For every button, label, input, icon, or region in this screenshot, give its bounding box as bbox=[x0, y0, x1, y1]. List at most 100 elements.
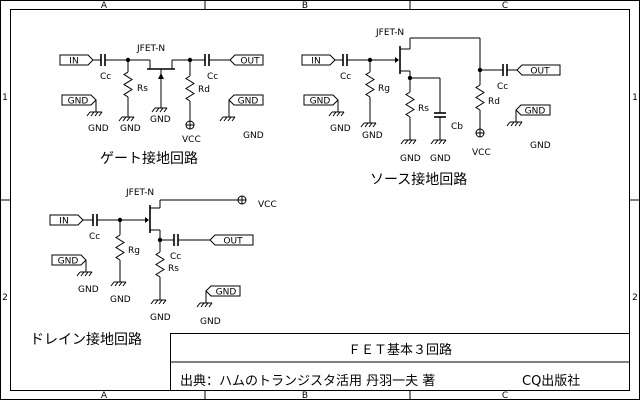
in-port bbox=[301, 54, 336, 66]
ground-label: GND bbox=[430, 154, 451, 164]
publisher: CQ出版社 bbox=[522, 373, 580, 389]
column-label-a: A bbox=[101, 391, 108, 400]
ground-label: GND bbox=[400, 154, 421, 164]
resistor-rg bbox=[365, 71, 375, 98]
out-port-label: OUT bbox=[223, 237, 243, 247]
gnd-port bbox=[51, 254, 87, 266]
ground-symbol bbox=[408, 139, 413, 145]
ground-symbol bbox=[126, 116, 131, 122]
ground-symbol bbox=[204, 302, 209, 308]
resistor-rd bbox=[475, 84, 485, 111]
resistor-rs-label: Rs bbox=[137, 84, 148, 94]
ground-symbol bbox=[404, 139, 409, 145]
ground-symbol bbox=[196, 302, 201, 308]
gnd-port bbox=[303, 94, 339, 106]
resistor-rs-label: Rs bbox=[168, 264, 179, 274]
resistor-rd bbox=[185, 75, 195, 102]
gnd-port-label: GND bbox=[216, 288, 237, 298]
ground-label: GND bbox=[78, 285, 99, 295]
ground-symbol bbox=[360, 122, 365, 128]
in-port bbox=[59, 54, 94, 66]
ground-label: GND bbox=[200, 317, 221, 327]
gate-grounded-circuit: IN Cc Rs GND JFET-N GND bbox=[59, 44, 264, 167]
out-port bbox=[229, 54, 264, 66]
drawing-title: ＦＥＴ基本３回路 bbox=[348, 342, 452, 358]
ground-symbol bbox=[514, 121, 519, 127]
gnd-port-label: GND bbox=[58, 257, 79, 267]
ground-symbol bbox=[150, 299, 155, 305]
column-label-b: B bbox=[302, 391, 308, 400]
ground-symbol bbox=[442, 139, 447, 145]
out-port bbox=[209, 234, 254, 246]
in-port-label: IN bbox=[59, 217, 68, 227]
ground-symbol bbox=[372, 122, 377, 128]
ground-label: GND bbox=[150, 313, 171, 323]
source-reference: 出典：ハムのトランジスタ活用 丹羽一夫 著 bbox=[180, 374, 435, 389]
out-port-label: OUT bbox=[240, 57, 260, 67]
jfet-label: JFET-N bbox=[375, 28, 404, 38]
ground-symbol bbox=[122, 281, 127, 287]
ground-symbol bbox=[434, 139, 439, 145]
ground-symbol bbox=[223, 116, 228, 122]
resistor-rd-label: Rd bbox=[198, 85, 210, 95]
out-port bbox=[516, 64, 561, 76]
ground-symbol bbox=[438, 139, 443, 145]
column-label-a: A bbox=[101, 1, 108, 11]
in-port-label: IN bbox=[69, 57, 78, 67]
ground-symbol bbox=[90, 111, 95, 117]
gnd-port bbox=[205, 285, 241, 297]
ground-symbol bbox=[159, 107, 164, 113]
resistor-rs-label: Rs bbox=[418, 104, 429, 114]
ground-symbol bbox=[430, 139, 435, 145]
ground-label: GND bbox=[243, 131, 264, 141]
ground-label: GND bbox=[530, 141, 551, 151]
capacitor-cc-in-label: Cc bbox=[89, 232, 100, 242]
gnd-port-label: GND bbox=[525, 107, 546, 117]
ground-symbol bbox=[155, 107, 160, 113]
ground-symbol bbox=[412, 139, 417, 145]
jfet-label: JFET-N bbox=[136, 44, 165, 54]
circuit-title-drain: ドレイン接地回路 bbox=[30, 331, 142, 348]
gnd-port bbox=[61, 94, 97, 106]
ground-symbol bbox=[154, 299, 159, 305]
capacitor-cc-out-label: Cc bbox=[170, 252, 181, 262]
ground-symbol bbox=[118, 281, 123, 287]
capacitor-cc-out-label: Cc bbox=[207, 72, 218, 82]
column-label-b: B bbox=[302, 1, 308, 11]
ground-symbol bbox=[328, 111, 333, 117]
capacitor-cc-out-label: Cc bbox=[497, 82, 508, 92]
capacitor-cc-in-label: Cc bbox=[340, 72, 351, 82]
gnd-port-label: GND bbox=[310, 97, 331, 107]
resistor-rg-label: Rg bbox=[378, 84, 390, 94]
ground-label: GND bbox=[88, 124, 109, 134]
title-block: ＦＥＴ基本３回路 出典：ハムのトランジスタ活用 丹羽一夫 著 CQ出版社 bbox=[170, 333, 630, 391]
ground-symbol bbox=[98, 111, 103, 117]
resistor-rd-label: Rd bbox=[488, 97, 500, 107]
ground-symbol bbox=[400, 139, 405, 145]
source-grounded-circuit: IN Cc Rg GND JFET-N Rs bbox=[301, 28, 561, 188]
resistor-rs bbox=[155, 251, 165, 278]
row-label-1: 1 bbox=[632, 93, 638, 103]
ground-symbol bbox=[336, 111, 341, 117]
resistor-rg bbox=[115, 234, 125, 261]
capacitor-cc-in-label: Cc bbox=[100, 72, 111, 82]
ground-symbol bbox=[130, 116, 135, 122]
ground-symbol bbox=[208, 302, 213, 308]
resistor-rs bbox=[123, 71, 133, 98]
ground-symbol bbox=[86, 111, 91, 117]
vcc-label: VCC bbox=[472, 148, 491, 158]
ground-symbol bbox=[364, 122, 369, 128]
ground-symbol bbox=[227, 116, 232, 122]
ground-symbol bbox=[231, 116, 236, 122]
column-label-c: C bbox=[502, 1, 508, 11]
ground-symbol bbox=[163, 107, 168, 113]
ground-label: GND bbox=[110, 295, 131, 305]
ground-symbol bbox=[80, 271, 85, 277]
resistor-rs bbox=[405, 91, 415, 118]
ground-symbol bbox=[114, 281, 119, 287]
ground-symbol bbox=[122, 116, 127, 122]
ground-symbol bbox=[332, 111, 337, 117]
gnd-port bbox=[228, 94, 264, 106]
circuit-title-gate: ゲート接地回路 bbox=[100, 150, 198, 167]
